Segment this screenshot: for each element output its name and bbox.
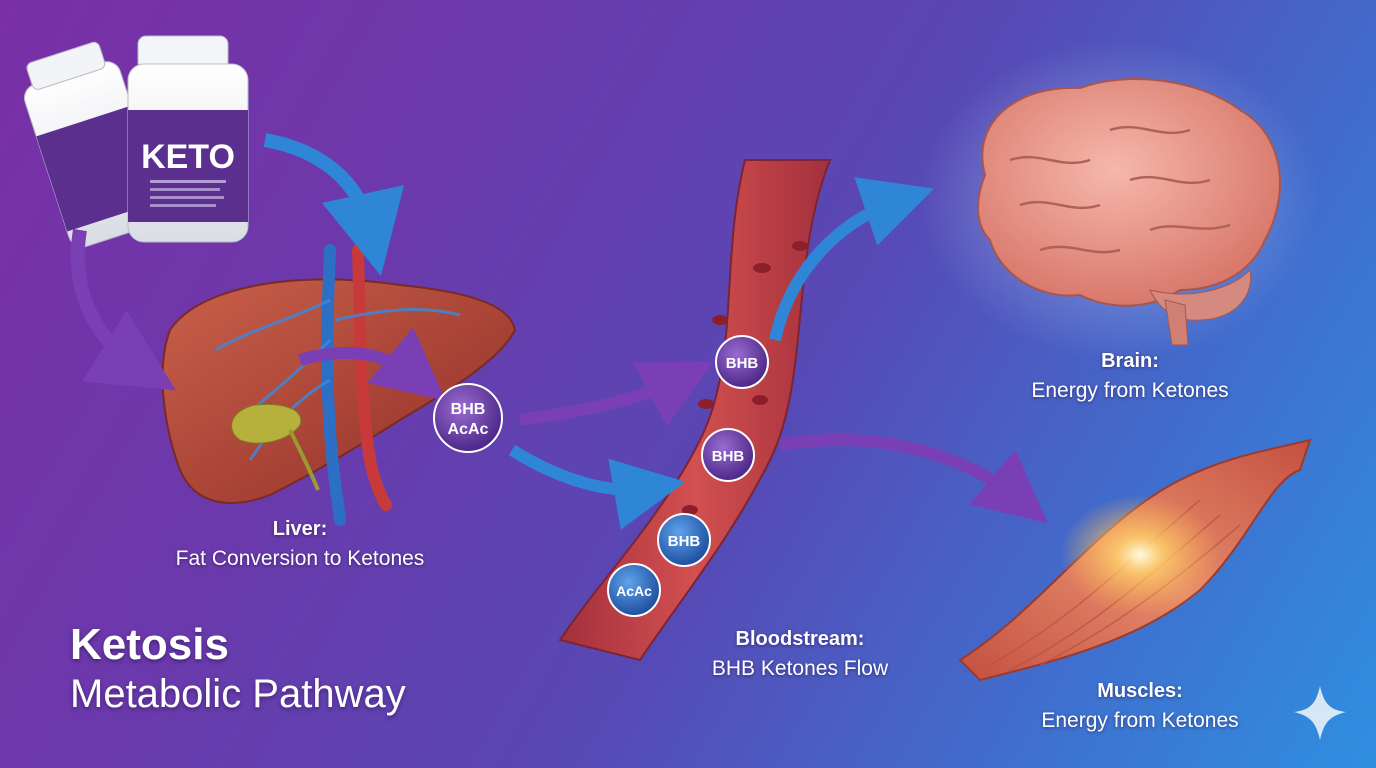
arrow-molecule-to-vessel-lower <box>508 444 686 530</box>
pathway-arrows <box>70 133 1048 530</box>
muscle-illustration <box>958 438 1312 682</box>
liver-heading: Liver: <box>272 518 328 540</box>
brain-caption: Energy from Ketones <box>1031 379 1229 402</box>
title-block: Ketosis Metabolic Pathway <box>70 620 406 717</box>
arrow-bottle-to-liver-blue <box>263 133 405 277</box>
bloodstream-label: Bloodstream: BHB Ketones Flow <box>660 628 940 681</box>
arrow-vessel-to-muscle <box>779 434 1048 524</box>
liver-molecule-label-1: BHB <box>451 401 486 418</box>
liver-molecule: BHB AcAc <box>433 383 503 453</box>
brain-illustration <box>920 40 1320 360</box>
blood-molecule: BHB <box>715 335 769 389</box>
bloodstream-heading: Bloodstream: <box>735 628 865 650</box>
page-title: Ketosis <box>70 620 229 669</box>
bottle-front: KETO <box>127 35 249 243</box>
bloodstream-caption: BHB Ketones Flow <box>711 657 889 680</box>
brain-heading: Brain: <box>1101 350 1159 372</box>
blood-molecule: AcAc <box>607 563 661 617</box>
supplement-bottles: KETO <box>23 35 249 248</box>
muscles-caption: Energy from Ketones <box>1041 709 1239 732</box>
liver-label: Liver: Fat Conversion to Ketones <box>140 518 460 571</box>
page-subtitle: Metabolic Pathway <box>70 672 406 716</box>
liver-caption: Fat Conversion to Ketones <box>175 547 425 570</box>
blood-molecule-label: BHB <box>726 355 759 372</box>
brain-label: Brain: Energy from Ketones <box>990 350 1270 403</box>
arrow-liver-to-molecule <box>298 327 446 401</box>
liver-molecule-label-2: AcAc <box>448 421 489 438</box>
blood-molecule-label: AcAc <box>616 583 652 599</box>
arrow-vessel-to-brain <box>769 177 935 342</box>
blood-molecule-label: BHB <box>668 533 701 550</box>
blood-molecule-label: BHB <box>712 448 745 465</box>
arrow-bottle-to-liver-purple <box>70 228 176 391</box>
blood-molecule: BHB <box>657 513 711 567</box>
arrow-molecule-to-vessel-upper <box>519 361 714 427</box>
sparkle-icon <box>1294 686 1346 740</box>
bottle-brand: KETO <box>141 138 235 176</box>
muscles-heading: Muscles: <box>1097 680 1183 702</box>
muscles-label: Muscles: Energy from Ketones <box>1000 680 1280 733</box>
blood-molecule: BHB <box>701 428 755 482</box>
